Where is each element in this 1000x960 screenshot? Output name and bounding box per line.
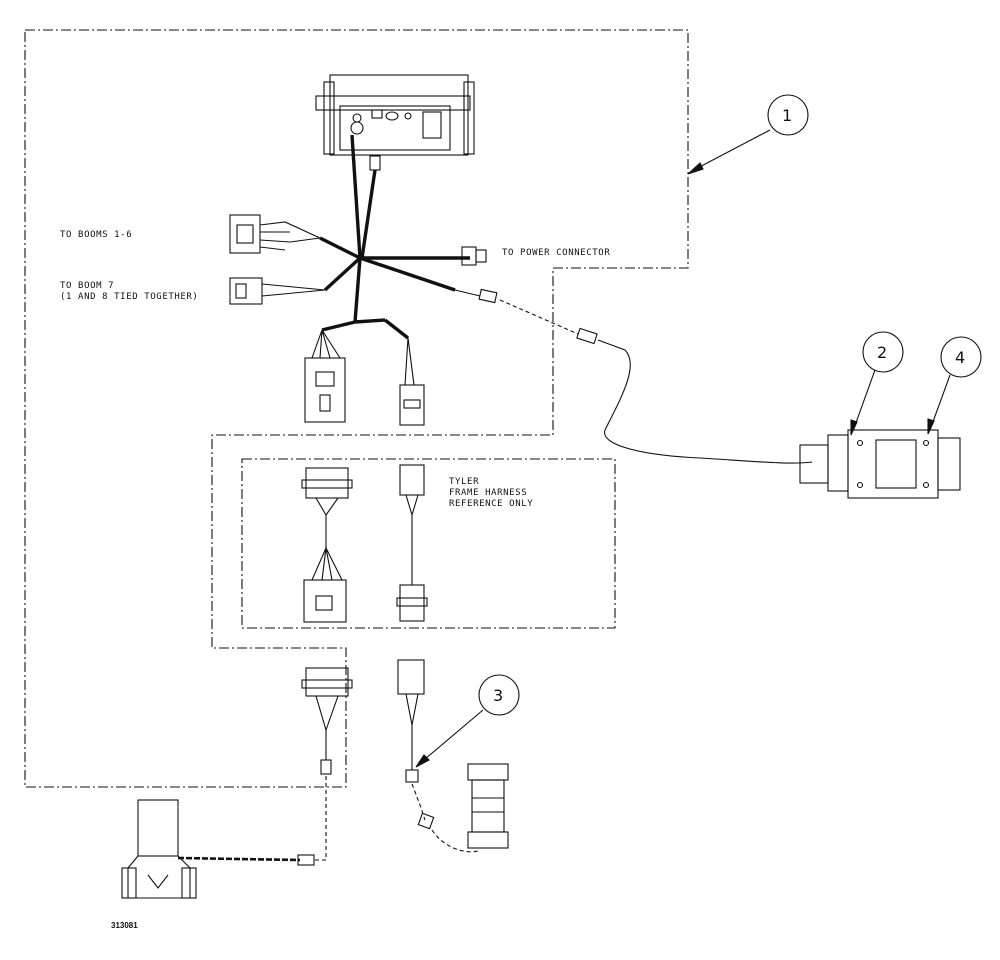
flow-meter [799, 429, 961, 499]
callout-1: 1 [782, 106, 792, 125]
harness-connector-left [304, 329, 346, 423]
label-booms-1-6: TO BOOMS 1-6 [60, 230, 133, 240]
harness-connector-right [399, 337, 425, 426]
console-unit [315, 74, 475, 156]
figure-number: 313081 [111, 921, 138, 930]
callout-2-circle [862, 331, 904, 373]
harness-boundary [24, 29, 689, 788]
sensor-lead-connector [454, 288, 813, 464]
power-connector [461, 246, 487, 266]
tyler-harness-box [241, 458, 616, 629]
console-connector [369, 155, 381, 171]
callout-leaders [415, 129, 951, 768]
cylinder-flow-sensor [467, 763, 509, 849]
callout-3: 3 [493, 686, 503, 705]
callout-2: 2 [877, 343, 887, 362]
callout-3-circle [478, 674, 520, 716]
callout-4: 4 [955, 348, 965, 367]
main-harness [319, 134, 470, 340]
label-reference-only: REFERENCE ONLY [449, 499, 534, 509]
label-frame-harness: FRAME HARNESS [449, 488, 528, 498]
label-boom-7-note: (1 AND 8 TIED TOGETHER) [60, 292, 199, 302]
boom-1-6-connector [229, 214, 321, 254]
label-tyler: TYLER [449, 477, 480, 487]
tyler-connector-left [301, 467, 353, 623]
boom-7-connector [229, 277, 326, 305]
label-power-connector: TO POWER CONNECTOR [502, 248, 611, 258]
tyler-connector-right [396, 464, 428, 622]
label-boom-7: TO BOOM 7 [60, 281, 115, 291]
lower-connector-right [397, 659, 481, 853]
callout-4-circle [940, 336, 982, 378]
lower-left-sensor [121, 799, 315, 899]
lower-connector-left [301, 667, 353, 861]
callout-1-circle [767, 94, 809, 136]
